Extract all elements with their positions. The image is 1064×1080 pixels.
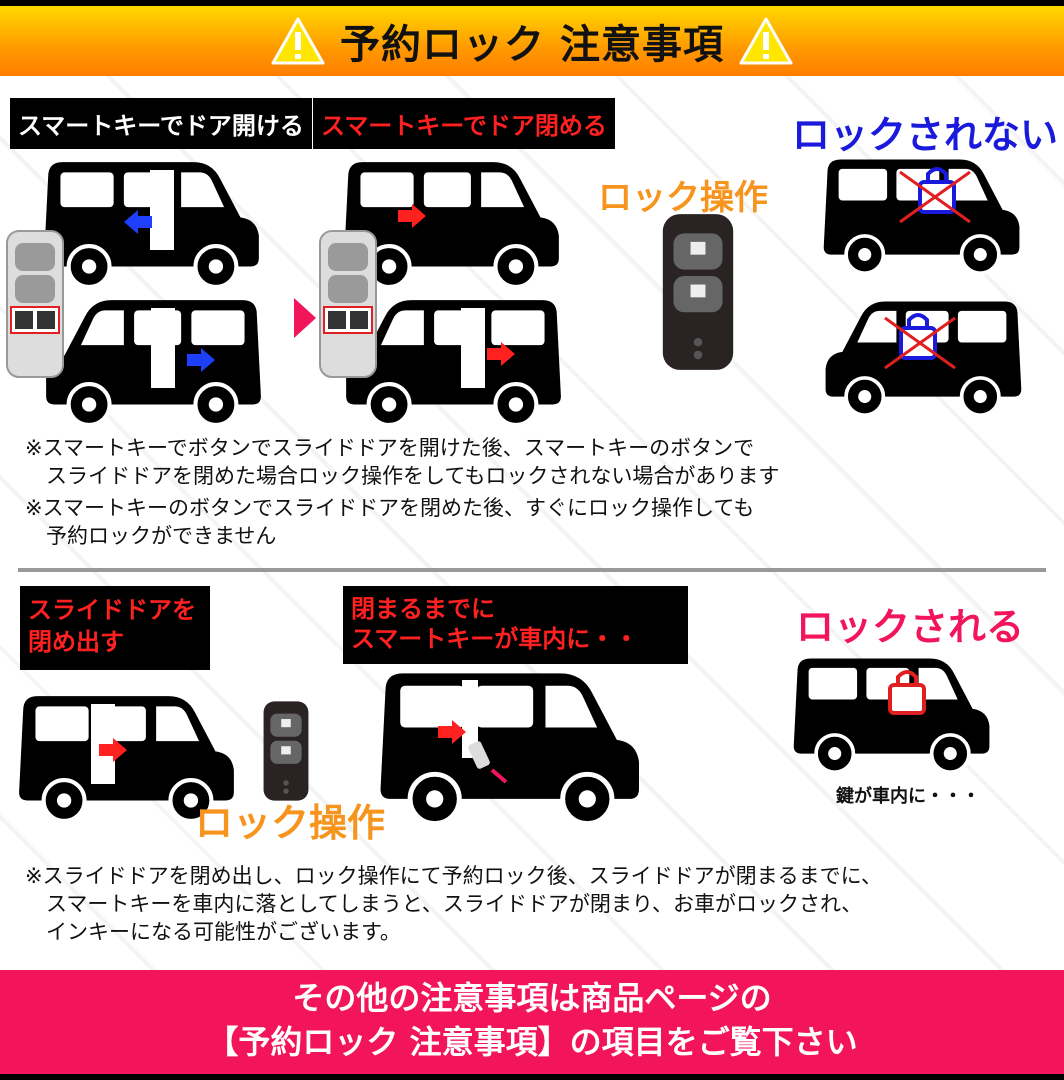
van-key-inside-illustration (366, 666, 656, 826)
smart-key-icon (468, 741, 490, 769)
note-3: ※スライドドアを閉め出し、ロック操作にて予約ロック後、スライドドアが閉まるまでに… (25, 864, 882, 944)
arrow-right-icon (398, 204, 426, 228)
van-door-closing-illustration (340, 156, 565, 289)
lock-icon (896, 670, 918, 685)
label-close-with-smartkey: スマートキーでドア閉める (313, 98, 615, 149)
van-door-open-illustration (40, 294, 265, 427)
banner-line-1: その他の注意事項は商品ページの (292, 979, 772, 1017)
banner-line-2: 【予約ロック 注意事項】の項目をご覧下さい (206, 1023, 858, 1061)
not-locked-label: ロックされない (792, 113, 1059, 157)
warning-icon (739, 17, 793, 65)
next-arrow-icon (294, 298, 316, 338)
lock-operation-label: ロック操作 (195, 801, 386, 845)
locked-label: ロックされる (796, 605, 1025, 649)
key-inside-caption: 鍵が車内に・・・ (836, 786, 980, 807)
label-open-with-smartkey: スマートキーでドア開ける (10, 98, 312, 149)
arrow-left-icon (124, 210, 152, 234)
smart-key-icon (318, 228, 378, 380)
header: 予約ロック 注意事項 (0, 6, 1064, 76)
lock-operation-label: ロック操作 (598, 178, 768, 218)
label-start-closing: スライドドアを 閉め出す (20, 586, 210, 670)
note-2: ※スマートキーのボタンでスライドドアを閉めた後、すぐにロック操作しても 予約ロッ… (25, 496, 755, 548)
notice-graphic: 予約ロック 注意事項 スマートキーでドア開ける スマートキーでドア閉める ロック… (0, 6, 1064, 1074)
van-door-closing-illustration (340, 294, 565, 427)
cross-icon (899, 170, 971, 224)
page-title: 予約ロック 注意事項 (340, 22, 724, 68)
smart-key-icon (5, 228, 65, 380)
van-door-closing-illustration (15, 690, 240, 823)
key-fob-icon (262, 700, 310, 802)
footer-banner: その他の注意事項は商品ページの 【予約ロック 注意事項】の項目をご覧下さい (0, 970, 1064, 1074)
van-door-open-illustration (40, 156, 265, 289)
section-divider (18, 568, 1046, 572)
note-1: ※スマートキーでボタンでスライドドアを開けた後、スマートキーのボタンで スライド… (25, 436, 780, 488)
warning-icon (271, 17, 325, 65)
label-key-inside: 閉まるまでに スマートキーが車内に・・ (343, 586, 688, 664)
van-not-locked-illustration (820, 294, 1025, 419)
key-fob-icon (660, 212, 736, 372)
van-locked-illustration (790, 651, 995, 776)
van-not-locked-illustration (820, 152, 1025, 277)
